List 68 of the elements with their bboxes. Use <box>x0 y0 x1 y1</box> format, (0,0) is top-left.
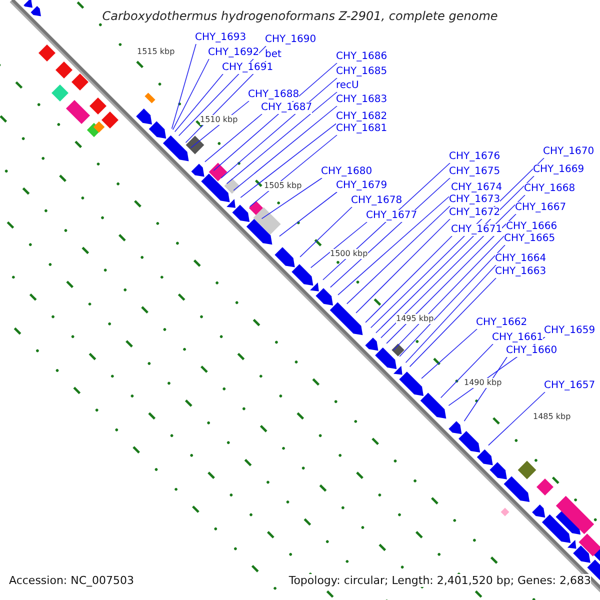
leader-line <box>421 328 478 379</box>
gene-label: CHY_1657 <box>544 380 596 392</box>
leader-line <box>172 58 210 130</box>
gene-label: CHY_1687 <box>261 102 312 114</box>
scale-label: 1515 kbp <box>137 47 175 57</box>
gene-label: recU <box>336 80 359 92</box>
gene-label: CHY_1691 <box>222 62 274 74</box>
gene-label: CHY_1660 <box>506 345 558 357</box>
leader-line <box>240 122 338 198</box>
leader-line <box>220 78 338 178</box>
gene-label: CHY_1685 <box>336 66 388 78</box>
gene-label: CHY_1666 <box>506 221 558 233</box>
leader-line <box>261 178 322 220</box>
gene-label: CHY_1676 <box>449 151 500 163</box>
gene-label: CHY_1679 <box>336 180 388 192</box>
accession-text: Accession: NC_007503 <box>9 574 134 587</box>
leader-line <box>233 106 338 191</box>
title: Carboxydothermus hydrogenoformans Z-2901, complete genome <box>101 9 499 23</box>
leader-line <box>171 44 196 130</box>
gene-label: CHY_1661 <box>492 332 544 344</box>
leader-line <box>405 264 496 364</box>
gene-label: CHY_1670 <box>543 146 594 158</box>
gene-label: CHY_1677 <box>366 210 418 222</box>
leader-line <box>226 92 338 184</box>
leader-line <box>300 206 352 258</box>
gene-label: CHY_1688 <box>248 89 300 101</box>
scale-label: 1510 kbp <box>200 115 238 125</box>
gene-label: CHY_1683 <box>336 94 388 106</box>
gene-label: CHY_1675 <box>449 166 500 178</box>
gene-label: CHY_1674 <box>451 182 502 194</box>
scale-label: 1500 kbp <box>330 249 368 259</box>
gene-label: CHY_1690 <box>265 34 316 46</box>
gene-label: CHY_1672 <box>449 207 500 219</box>
gene-label: CHY_1669 <box>533 164 584 176</box>
gene-label: CHY_1668 <box>524 183 576 195</box>
leader-line <box>488 392 546 446</box>
gene-label: CHY_1673 <box>449 194 500 206</box>
scale-label: 1485 kbp <box>533 412 571 422</box>
gene-label: CHY_1686 <box>336 51 388 63</box>
gene-label: CHY_1663 <box>495 266 546 278</box>
gene-label: CHY_1664 <box>495 253 546 265</box>
leader-line <box>204 114 262 162</box>
leader-line <box>279 192 338 237</box>
scale-label: 1505 kbp <box>264 181 302 191</box>
gene-label: CHY_1667 <box>515 202 566 214</box>
gene-label: CHY_1665 <box>504 233 556 245</box>
leader-line <box>440 344 494 398</box>
leader-line <box>365 236 452 323</box>
scale-label: 1490 kbp <box>464 378 502 388</box>
leader-line <box>346 206 450 304</box>
gene-label: CHY_1682 <box>336 111 388 123</box>
gene-label: CHY_1662 <box>476 317 528 329</box>
leader-line <box>409 278 496 368</box>
gene-label: CHY_1659 <box>544 325 596 337</box>
leader-line <box>356 218 450 314</box>
gene-label: CHY_1678 <box>351 195 402 207</box>
genome-info-text: Topology: circular; Length: 2,401,520 bp; Genes: 2,683 <box>288 574 591 587</box>
gene-label: CHY_1681 <box>336 123 388 135</box>
gene-label: CHY_1671 <box>451 224 502 236</box>
scale-label: 1495 kbp <box>396 314 434 324</box>
leader-line <box>399 244 506 357</box>
leader-line <box>174 74 224 132</box>
gene-label: CHY_1680 <box>321 166 372 178</box>
gene-label: bet <box>265 49 282 61</box>
gene-label: CHY_1692 <box>208 47 260 59</box>
leader-line <box>310 222 368 268</box>
leader-line <box>386 214 516 344</box>
gene-label: CHY_1693 <box>195 32 246 44</box>
